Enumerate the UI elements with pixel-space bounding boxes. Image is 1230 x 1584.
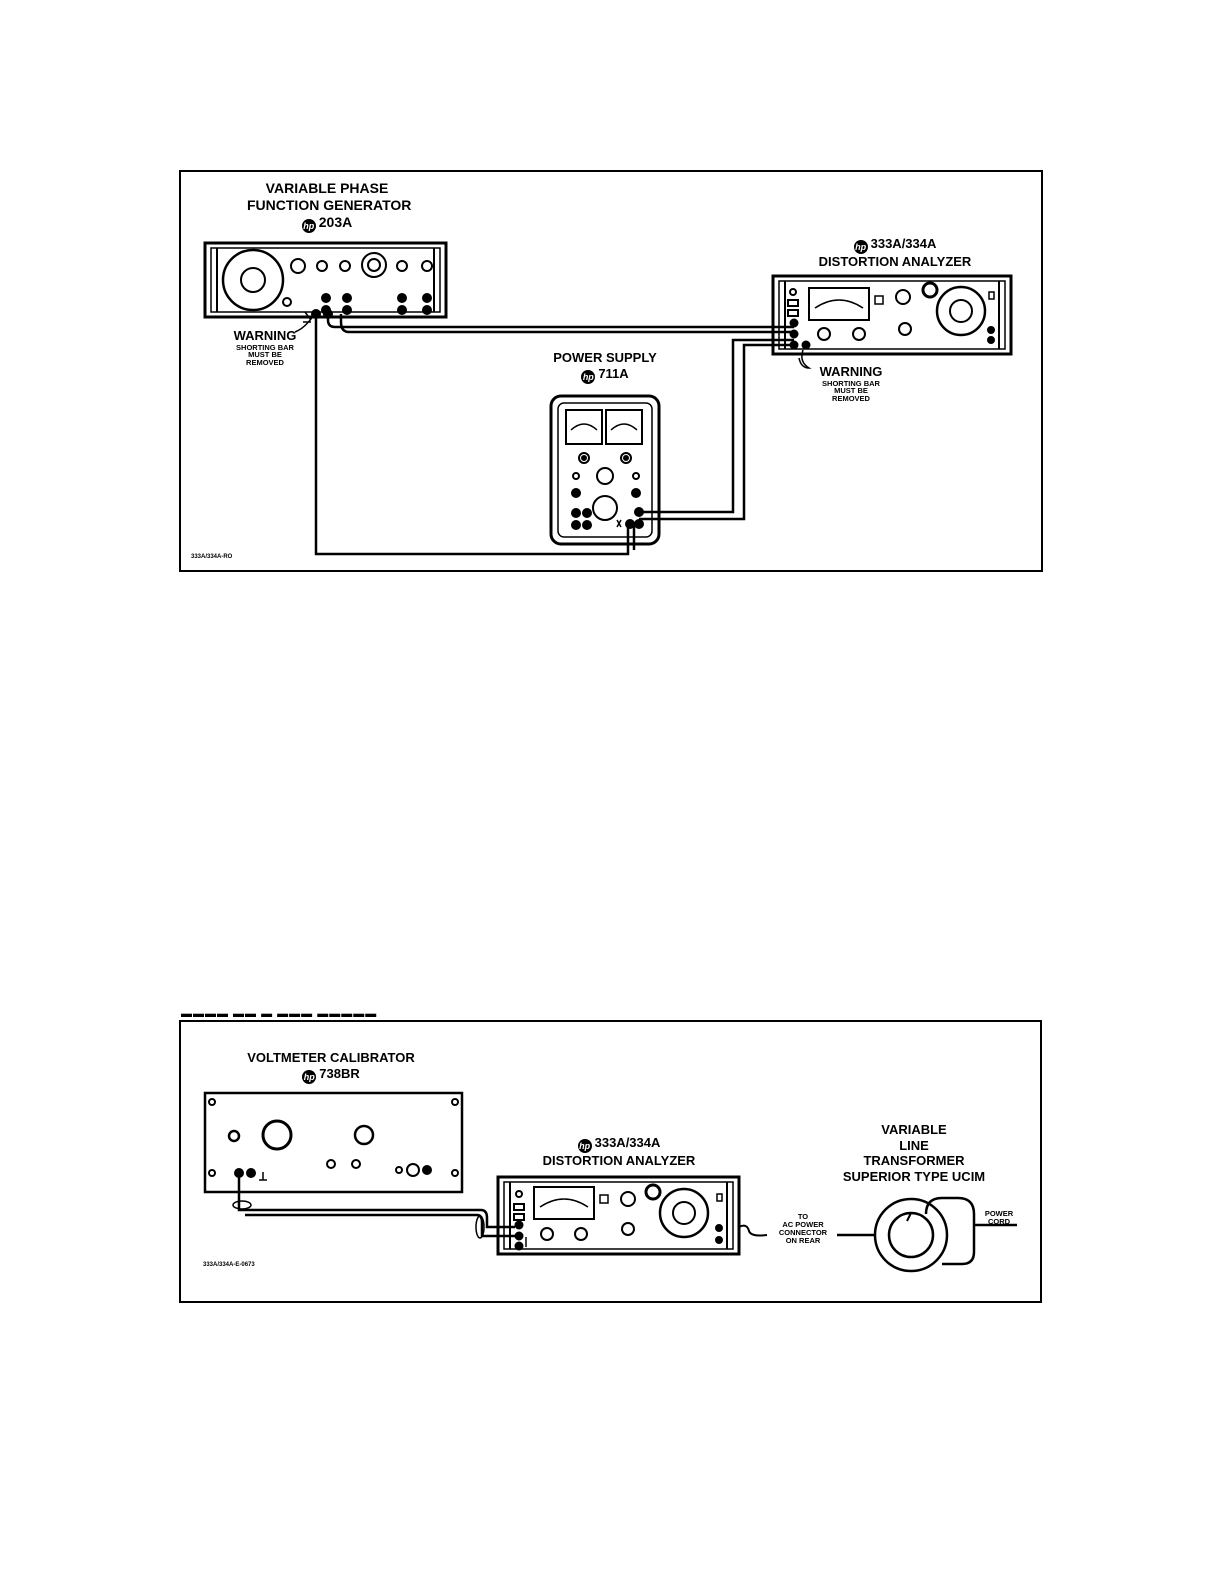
ac-power-note-line2: AC POWER [782, 1219, 824, 1229]
power-cord-line1: POWER [984, 1209, 1014, 1218]
figure1-drawing [203, 241, 1013, 556]
cable-power-supply-to-analyzer [639, 338, 794, 521]
transformer-title: VARIABLE LINE TRANSFORMER SUPERIOR TYPE … [829, 1122, 999, 1184]
generator-title-line1: VARIABLE PHASE [265, 180, 389, 196]
cable-calibrator-to-analyzer [232, 1177, 515, 1239]
cropped-text-fragment: ▬▬▬▬ ▬▬ ▬ ▬▬▬ ▬▬▬▬▬ [181, 1010, 378, 1018]
analyzer-model-text: 333A/334A [870, 236, 937, 251]
warning-left-title: WARNING [233, 328, 297, 343]
power-cord-line2: CORD [987, 1216, 1011, 1226]
calibrator-model: 738BR [231, 1066, 431, 1084]
analyzer-model: 333A/334A [805, 236, 985, 254]
variable-line-transformer-instrument [873, 1196, 976, 1273]
generator-title-line2: FUNCTION GENERATOR [247, 196, 412, 213]
generator-title: VARIABLE PHASE FUNCTION GENERATOR 203A [247, 180, 412, 233]
figure1-code: 333A/334A-RO [191, 554, 233, 560]
figure2-drawing [203, 1091, 1017, 1273]
analyzer2-model: 333A/334A [529, 1135, 709, 1153]
analyzer2-model-text: 333A/334A [594, 1135, 661, 1150]
analyzer2-name: DISTORTION ANALYZER [542, 1153, 696, 1168]
calibrator-model-text: 738BR [319, 1065, 360, 1081]
ac-power-note-line3: CONNECTOR [778, 1227, 828, 1237]
cable-generator-to-analyzer [326, 314, 794, 334]
warning-left-line3: REMOVED [246, 358, 284, 368]
hp-logo-icon [301, 218, 316, 233]
figure2-code: 333A/334A-E-0673 [203, 1262, 255, 1268]
power-supply-instrument [549, 394, 661, 546]
ac-power-note-line4: ON REAR [785, 1235, 821, 1245]
analyzer-name: DISTORTION ANALYZER [818, 254, 972, 269]
transformer-line2: LINE [899, 1137, 929, 1153]
distortion-analyzer-instrument [771, 274, 1013, 356]
analyzer-title: 333A/334A DISTORTION ANALYZER [805, 236, 985, 270]
ac-power-note-line1: TO [797, 1212, 809, 1221]
power-supply-name: POWER SUPPLY [553, 350, 657, 365]
calibrator-name: VOLTMETER CALIBRATOR [247, 1050, 415, 1065]
warning-right: WARNING SHORTING BAR MUST BE REMOVED [811, 364, 891, 403]
hp-logo-icon [577, 1139, 592, 1153]
analyzer-ac-power-lead [738, 1224, 768, 1237]
hp-logo-icon [581, 369, 596, 384]
voltmeter-calibrator-instrument [203, 1091, 464, 1194]
power-supply-title: POWER SUPPLY 711A [539, 350, 671, 384]
power-supply-model: 711A [539, 366, 671, 384]
analyzer2-title: 333A/334A DISTORTION ANALYZER [529, 1135, 709, 1169]
warning-right-line1: SHORTING BAR [822, 378, 880, 388]
calibrator-title: VOLTMETER CALIBRATOR 738BR [231, 1050, 431, 1084]
warning-left-line2: MUST BE [248, 350, 282, 360]
hp-logo-icon [302, 1069, 317, 1084]
warning-left-line1: SHORTING BAR [236, 342, 294, 352]
power-cord-label: POWER CORD [979, 1210, 1019, 1226]
warning-left: WARNING SHORTING BAR MUST BE REMOVED [225, 328, 305, 367]
cable-generator-to-power-supply [314, 318, 636, 556]
power-supply-model-text: 711A [598, 365, 629, 381]
distortion-analyzer-instrument-2 [496, 1175, 741, 1256]
generator-model: 203A [247, 214, 407, 233]
transformer-line4: SUPERIOR TYPE UCIM [842, 1168, 986, 1184]
transformer-line1: VARIABLE [881, 1122, 947, 1137]
function-generator-instrument [203, 241, 448, 323]
ac-power-note: TO AC POWER CONNECTOR ON REAR [771, 1213, 835, 1245]
warning-left-leader [294, 315, 314, 333]
warning-right-leader [798, 349, 812, 369]
warning-right-title: WARNING [819, 364, 883, 379]
transformer-line3: TRANSFORMER [863, 1153, 965, 1169]
generator-model-text: 203A [318, 213, 353, 230]
hp-logo-icon [853, 240, 868, 254]
figure-calibration-setup: VOLTMETER CALIBRATOR 738BR 333A/334A DIS… [179, 1020, 1042, 1303]
figure-thd-test-setup: VARIABLE PHASE FUNCTION GENERATOR 203A 3… [179, 170, 1043, 572]
warning-right-line3: REMOVED [832, 394, 870, 404]
warning-right-line2: MUST BE [834, 386, 868, 396]
